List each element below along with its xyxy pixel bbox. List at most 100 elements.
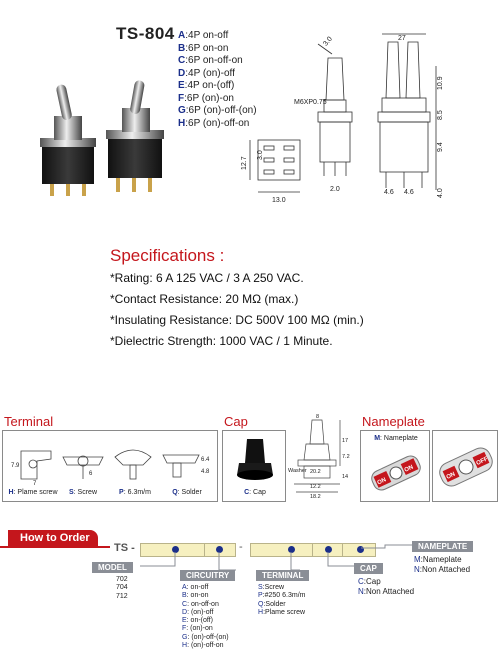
nameplate-box-2: ON OFF <box>432 430 498 502</box>
svg-text:20.2: 20.2 <box>310 469 321 475</box>
order-dash: - <box>239 541 243 553</box>
svg-text:ON: ON <box>446 472 457 481</box>
cap-title: Cap <box>224 414 248 429</box>
svg-text:OFF: OFF <box>476 456 490 467</box>
model-title: TS-804 <box>116 24 175 43</box>
nameplate-title: Nameplate <box>362 414 425 429</box>
terminal-order-item: H:Plame screw <box>258 608 306 616</box>
variant-item: E:4P on-(off) <box>178 80 235 91</box>
circuitry-list: A: on-off B: on-on C: on-off-on D: (on)-… <box>182 584 229 650</box>
nameplate-order-list: M:Nameplate N:Non Attached <box>414 555 470 575</box>
cap-image <box>237 439 273 480</box>
svg-text:4.6: 4.6 <box>404 189 414 196</box>
circuitry-item: A: on-off <box>182 584 209 591</box>
svg-text:4.6: 4.6 <box>384 189 394 196</box>
svg-text:8.5: 8.5 <box>437 110 444 120</box>
order-dot-nameplate <box>357 546 364 553</box>
cap-order-item: C:Cap <box>358 577 381 586</box>
svg-text:6: 6 <box>89 471 93 477</box>
svg-text:Washer: Washer <box>288 468 307 474</box>
specifications-list: *Rating: 6 A 125 VAC / 3 A 250 VAC. *Con… <box>110 268 364 352</box>
svg-text:18.2: 18.2 <box>310 494 321 500</box>
svg-text:9.4: 9.4 <box>437 142 444 152</box>
specifications-title: Specifications : <box>110 246 225 265</box>
cap-box: C: Cap <box>222 430 286 502</box>
cap-order-list: C:Cap N:Non Attached <box>358 577 414 597</box>
order-box-divider <box>312 543 313 557</box>
svg-text:4.8: 4.8 <box>201 469 210 475</box>
terminal-option-s: S: Screw <box>68 489 97 496</box>
order-dot-circuitry <box>216 546 223 553</box>
svg-text:2.0: 2.0 <box>330 186 340 193</box>
terminal-order-item: P:#250 6.3m/m <box>258 592 306 600</box>
cap-order-item: N:Non Attached <box>358 587 415 596</box>
variant-item: D:4P (on)-off <box>178 67 235 79</box>
terminal-drawings: 7.9 7 6 6.4 4.8 <box>11 449 210 487</box>
variant-item: A:4P on-off <box>178 30 229 41</box>
svg-text:4.0: 4.0 <box>437 188 444 198</box>
svg-text:27: 27 <box>398 35 406 42</box>
cap-tag: CAP <box>354 563 383 574</box>
nameplate-order-item: M:Nameplate <box>414 555 462 564</box>
model-list: 702 704 712 <box>116 576 128 601</box>
nameplate-image-2: ON OFF <box>439 447 493 487</box>
order-dot-model <box>172 546 179 553</box>
order-box-model <box>140 543 236 557</box>
circuitry-tag: CIRCUITRY <box>180 570 236 581</box>
terminal-option-q: Q: Solder <box>172 489 202 496</box>
model-item: 712 <box>116 592 128 600</box>
cap-option-label: C: Cap <box>244 489 266 496</box>
svg-text:13.0: 13.0 <box>272 197 286 204</box>
product-photo <box>40 80 164 196</box>
svg-text:14: 14 <box>342 474 348 480</box>
svg-text:10.9: 10.9 <box>437 76 444 90</box>
order-dot-cap <box>325 546 332 553</box>
circuitry-item: B: on-on <box>182 592 209 600</box>
terminal-option-p: P: 6.3m/m <box>119 489 151 496</box>
terminal-order-list: S:Screw P:#250 6.3m/m Q:Solder H:Plame s… <box>258 584 305 617</box>
terminal-title: Terminal <box>4 414 54 429</box>
spec-item: *Dielectric Strength: 1000 VAC / 1 Minut… <box>110 334 333 348</box>
svg-text:ON: ON <box>404 464 415 473</box>
how-to-order-underline <box>0 546 110 548</box>
nameplate-order-item: N:Non Attached <box>414 565 471 574</box>
model-item: 704 <box>116 584 128 592</box>
order-box-divider <box>342 543 343 557</box>
model-tag: MODEL <box>92 562 133 573</box>
variant-item: F:6P (on)-on <box>178 92 234 104</box>
variant-item: H:6P (on)-off-on <box>178 117 250 129</box>
spec-item: *Contact Resistance: 20 MΩ (max.) <box>110 292 299 306</box>
order-box-divider <box>204 543 205 557</box>
svg-text:12.2: 12.2 <box>310 484 321 490</box>
svg-text:7.9: 7.9 <box>11 463 20 469</box>
terminal-order-item: Q:Solder <box>258 600 286 608</box>
variant-item: C:6P on-off-on <box>178 55 243 66</box>
circuitry-item: E: on-(off) <box>182 617 213 625</box>
circuitry-item: D: (on)-off <box>182 608 214 616</box>
circuitry-item: H: (on)-off-on <box>182 642 224 650</box>
nameplate-box: M: Nameplate ON ON <box>360 430 430 502</box>
svg-text:7: 7 <box>33 481 37 487</box>
circuitry-item: F: (on)-on <box>182 625 213 633</box>
spec-item: *Rating: 6 A 125 VAC / 3 A 250 VAC. <box>110 271 304 285</box>
circuitry-item: C: on-off-on <box>182 600 219 608</box>
cap-dimension-drawing: 8 17 Washer 20.2 12.2 18.2 7.2 14 <box>288 414 350 500</box>
variant-item: B:6P on-on <box>178 42 229 54</box>
circuitry-item: G: (on)-off-(on) <box>182 633 229 641</box>
nameplate-tag: NAMEPLATE <box>412 541 474 552</box>
variant-item: G:6P (on)-off-(on) <box>178 105 257 116</box>
order-dot-terminal <box>288 546 295 553</box>
variant-list: A:4P on-off B:6P on-on C:6P on-off-on D:… <box>178 30 257 130</box>
model-item: 702 <box>116 576 128 583</box>
nameplate-image-1: ON ON <box>371 455 421 491</box>
svg-text:12.7: 12.7 <box>241 156 248 170</box>
nameplate-option-label: M: Nameplate <box>374 435 418 442</box>
terminal-option-h: H: Plame screw <box>8 489 58 496</box>
svg-text:ON: ON <box>377 477 388 486</box>
terminal-order-item: S:Screw <box>258 584 285 591</box>
svg-text:3.0: 3.0 <box>257 150 264 160</box>
spec-item: *Insulating Resistance: DC 500V 100 MΩ (… <box>110 313 364 327</box>
dimension-drawing: 3.0 27 M6XP0.75 10.9 8.5 9.4 4.0 12.7 3.… <box>241 33 444 204</box>
svg-text:3.0: 3.0 <box>322 36 334 48</box>
svg-text:17: 17 <box>342 438 348 444</box>
